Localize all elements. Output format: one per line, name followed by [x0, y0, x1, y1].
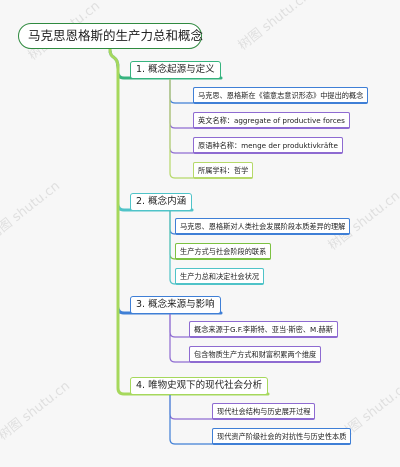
- leaf-english-name[interactable]: 英文名称：aggregate of productive forces: [193, 112, 350, 129]
- leaf-origin-text[interactable]: 马克思、恩格斯在《德意志意识形态》中提出的概念: [193, 87, 369, 104]
- leaf-original-name[interactable]: 原语种名称：menge der produktivkräfte: [193, 137, 343, 154]
- connector-section-0-leaf-2: [169, 77, 194, 154]
- leaf-modern-structure[interactable]: 现代社会结构与历史展开过程: [212, 403, 316, 420]
- leaf-productive-forces[interactable]: 生产力总和决定社会状况: [175, 268, 265, 285]
- leaf-essence-understanding[interactable]: 马克思、恩格斯对人类社会发展阶段本质差异的理解: [175, 218, 351, 235]
- leaf-production-mode[interactable]: 生产方式与社会阶段的联系: [175, 243, 272, 260]
- connector-root-section-3: [108, 47, 270, 396]
- section-origin-definition[interactable]: 1. 概念起源与定义: [130, 61, 221, 79]
- connector-section-2-leaf-0: [169, 312, 190, 338]
- leaf-two-dimensions[interactable]: 包含物质生产方式和财富积累两个维度: [189, 346, 322, 363]
- section-modern-society[interactable]: 4. 唯物史观下的现代社会分析: [130, 377, 269, 395]
- connector-section-2-leaf-1: [169, 312, 190, 363]
- connector-section-3-leaf-0: [169, 393, 213, 420]
- connector-section-0-leaf-0: [169, 77, 194, 104]
- section-connotation[interactable]: 2. 概念内涵: [130, 193, 193, 211]
- leaf-discipline[interactable]: 所属学科：哲学: [193, 162, 254, 179]
- leaf-bourgeois-society[interactable]: 现代资产阶级社会的对抗性与历史性本质: [212, 428, 352, 445]
- section-source-influence[interactable]: 3. 概念来源与影响: [130, 296, 221, 314]
- connector-section-0-leaf-3: [169, 77, 194, 179]
- connector-section-3-leaf-1: [169, 393, 213, 445]
- connector-section-1-leaf-2: [169, 209, 176, 285]
- leaf-concept-source[interactable]: 概念来源于G.F.李斯特、亚当·斯密、M.赫斯: [189, 321, 338, 338]
- root-topic[interactable]: 马克思恩格斯的生产力总和概念: [18, 23, 203, 49]
